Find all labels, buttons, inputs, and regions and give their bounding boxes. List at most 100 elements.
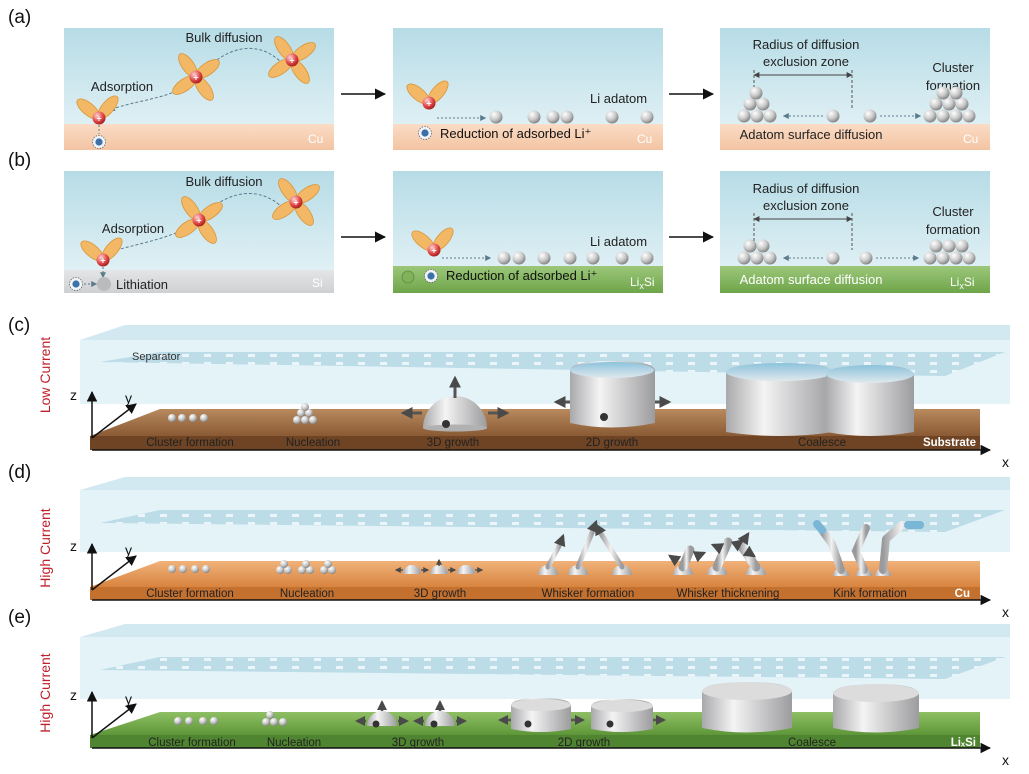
electron-icon <box>418 126 432 140</box>
box-a1: Cu Bulk diffusion Adsorption <box>64 28 334 150</box>
row-a: Cu Bulk diffusion Adsorption Cu Reductio… <box>64 28 990 150</box>
li-adatom-icon <box>640 251 654 265</box>
panel-label-d: (d) <box>8 462 31 483</box>
stage-label: Cluster formation <box>148 737 236 749</box>
row-e: High Current z y x <box>37 624 1010 768</box>
substrate-label: Substrate <box>923 437 976 449</box>
panel-label-a: (a) <box>8 7 31 28</box>
panel-label-e: (e) <box>8 607 31 628</box>
li-adatom-icon <box>489 110 503 124</box>
li-adatom-icon <box>826 251 840 265</box>
z-axis-label: z <box>70 387 77 403</box>
coalesce-object <box>702 682 919 733</box>
kink-formation-object <box>813 520 924 576</box>
row-c: Low Current Separator z y x <box>37 325 1010 470</box>
box-a2: Cu Reduction of adsorbed Li⁺ Li adatom <box>393 28 663 150</box>
li-adatom-icon <box>546 110 560 124</box>
3d-growth-object <box>394 558 484 574</box>
whisker-formation-object <box>538 519 632 575</box>
stage-label: Cluster formation <box>146 588 234 600</box>
y-axis-label: y <box>125 390 132 406</box>
li-adatom-icon <box>615 251 629 265</box>
li-adatom-icon <box>586 251 600 265</box>
li-adatom-icon <box>563 251 577 265</box>
electron-icon <box>92 135 106 149</box>
li-adatom-icon <box>826 109 840 123</box>
z-axis-label: z <box>70 687 77 703</box>
cu-substrate-floor <box>720 124 990 150</box>
electron-icon <box>424 269 438 283</box>
radius-label-line1: Radius of diffusion <box>753 37 860 52</box>
stage-label: 3D growth <box>414 588 466 600</box>
box-b3: LixSi Radius of diffusion exclusion zone… <box>720 171 990 293</box>
li-adatom-icon <box>859 251 873 265</box>
adsorption-label: Adsorption <box>102 221 164 236</box>
x-axis-label: x <box>1002 604 1009 620</box>
row-d: High Current z y x <box>37 477 1010 620</box>
stage-label: 2D growth <box>558 737 610 749</box>
y-axis-label: y <box>125 691 132 707</box>
x-axis-label: x <box>1002 454 1009 470</box>
adsorption-arrow <box>108 83 191 112</box>
box-b1: Si Bulk diffusion Adsorption Lithiation <box>64 171 334 293</box>
bulk-diffusion-arrow <box>204 48 284 71</box>
cu-substrate-floor <box>64 124 334 150</box>
surface-diffusion-label: Adatom surface diffusion <box>740 272 883 287</box>
lithiated-si-atom-icon <box>97 277 111 291</box>
lixsi-substrate-floor <box>393 266 663 293</box>
y-axis <box>91 403 137 439</box>
whisker-thickening-object <box>668 532 766 575</box>
stage-label: 3D growth <box>392 737 444 749</box>
li-adatom-icon <box>512 251 526 265</box>
stage-label: Nucleation <box>280 588 334 600</box>
li-adatom-icon <box>863 109 877 123</box>
side-label: High Current <box>37 508 53 587</box>
side-label: High Current <box>37 653 53 732</box>
li-adatom-icon <box>640 110 654 124</box>
side-label: Low Current <box>37 337 53 413</box>
surface-diffusion-label: Adatom surface diffusion <box>740 127 883 142</box>
stage-label: Cluster formation <box>146 437 234 449</box>
substrate-label: Si <box>312 276 323 290</box>
y-axis <box>91 703 137 739</box>
cu-substrate-floor <box>393 124 663 150</box>
li-adatom-icon <box>560 110 574 124</box>
stage-label: Whisker thicknening <box>677 588 780 600</box>
li-adatom-icon <box>537 251 551 265</box>
radius-label-line2: exclusion zone <box>763 198 849 213</box>
substrate-label: LiₓSi <box>951 737 976 749</box>
substrate-label: LixSi <box>630 275 655 291</box>
reduction-label: Reduction of adsorbed Li⁺ <box>440 126 591 141</box>
bulk-diffusion-label: Bulk diffusion <box>185 174 262 189</box>
row-b: Si Bulk diffusion Adsorption Lithiation … <box>64 171 990 293</box>
box-a3: Cu Radius of diffusion exclusion zone Cl… <box>720 28 990 150</box>
bulk-diffusion-label: Bulk diffusion <box>185 30 262 45</box>
stage-label: Nucleation <box>267 737 321 749</box>
substrate-label: Cu <box>963 132 978 146</box>
substrate-label: Cu <box>308 132 323 146</box>
lixsi-atom-icon <box>401 270 415 284</box>
stage-label: Kink formation <box>833 588 907 600</box>
2d-growth-object <box>553 361 672 428</box>
radius-label-line1: Radius of diffusion <box>753 181 860 196</box>
z-axis-label: z <box>70 538 77 554</box>
li-adatom-label: Li adatom <box>590 234 647 249</box>
3d-growth-object <box>400 375 510 432</box>
3d-growth-object <box>355 700 467 728</box>
y-axis-label: y <box>125 542 132 558</box>
cluster-label-line1: Cluster <box>932 204 974 219</box>
li-adatom-label: Li adatom <box>590 91 647 106</box>
stage-label: 3D growth <box>427 437 479 449</box>
li-adatom-icon <box>497 251 511 265</box>
substrate-label: Cu <box>955 588 970 600</box>
cluster-label-line1: Cluster <box>932 60 974 75</box>
substrate-label: Cu <box>637 132 652 146</box>
stage-label: Whisker formation <box>542 588 635 600</box>
coalesce-object <box>726 363 914 436</box>
y-axis <box>91 555 137 591</box>
stage-label: Nucleation <box>286 437 340 449</box>
lixsi-substrate-floor <box>720 266 990 293</box>
panel-label-b: (b) <box>8 150 31 171</box>
2d-growth-object <box>498 698 666 732</box>
electron-icon <box>69 277 83 291</box>
